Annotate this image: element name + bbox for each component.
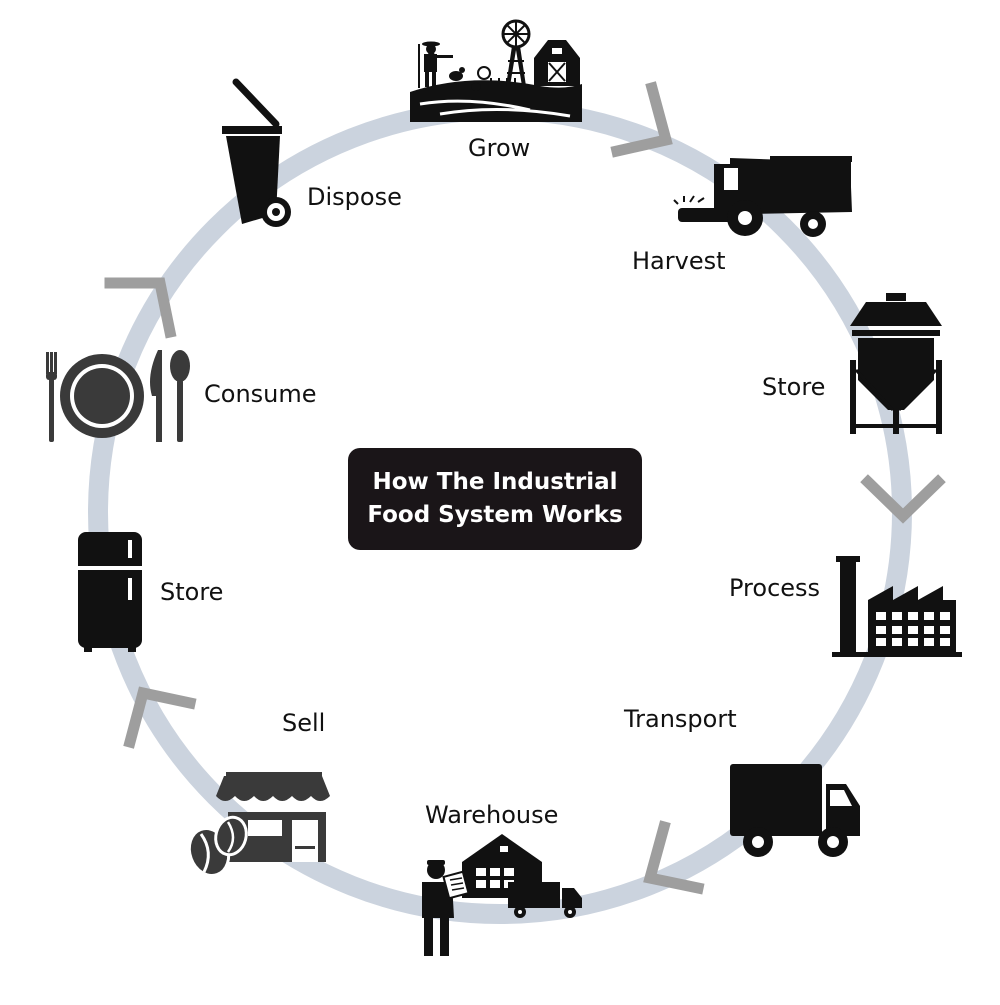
arrow-chevron-icon bbox=[610, 81, 673, 158]
delivery-truck-icon bbox=[730, 764, 860, 857]
stage-label-consume: Consume bbox=[204, 380, 317, 408]
stage-label-process: Process bbox=[729, 574, 821, 602]
arrow-chevron-icon bbox=[643, 820, 705, 895]
plate-and-cutlery-icon bbox=[46, 350, 190, 442]
farm-icon bbox=[410, 19, 582, 122]
arrow-chevron-icon bbox=[104, 277, 177, 339]
diagram-title-box: How The Industrial Food System Works bbox=[348, 448, 642, 550]
stage-label-harvest: Harvest bbox=[632, 247, 726, 275]
grain-silo-icon bbox=[850, 293, 942, 434]
factory-icon bbox=[832, 556, 962, 657]
arrow-chevron-icon bbox=[860, 474, 946, 524]
stage-label-warehouse: Warehouse bbox=[425, 801, 559, 829]
stage-label-store-fridge: Store bbox=[160, 578, 224, 606]
warehouse-worker-icon bbox=[422, 834, 582, 956]
refrigerator-icon bbox=[78, 532, 142, 652]
stage-label-store-silo: Store bbox=[762, 373, 826, 401]
stage-label-grow: Grow bbox=[468, 134, 531, 162]
diagram-title-line-1: How The Industrial bbox=[372, 468, 618, 495]
stage-label-sell: Sell bbox=[282, 709, 326, 737]
diagram-title-line-2: Food System Works bbox=[367, 502, 623, 528]
stage-label-transport: Transport bbox=[624, 705, 737, 733]
trash-bin-icon bbox=[222, 78, 291, 227]
combine-harvester-icon bbox=[673, 156, 852, 237]
stage-label-dispose: Dispose bbox=[307, 183, 402, 211]
coffee-shop-icon bbox=[187, 772, 330, 877]
direction-arrows bbox=[104, 81, 946, 895]
arrow-chevron-icon bbox=[123, 686, 197, 749]
